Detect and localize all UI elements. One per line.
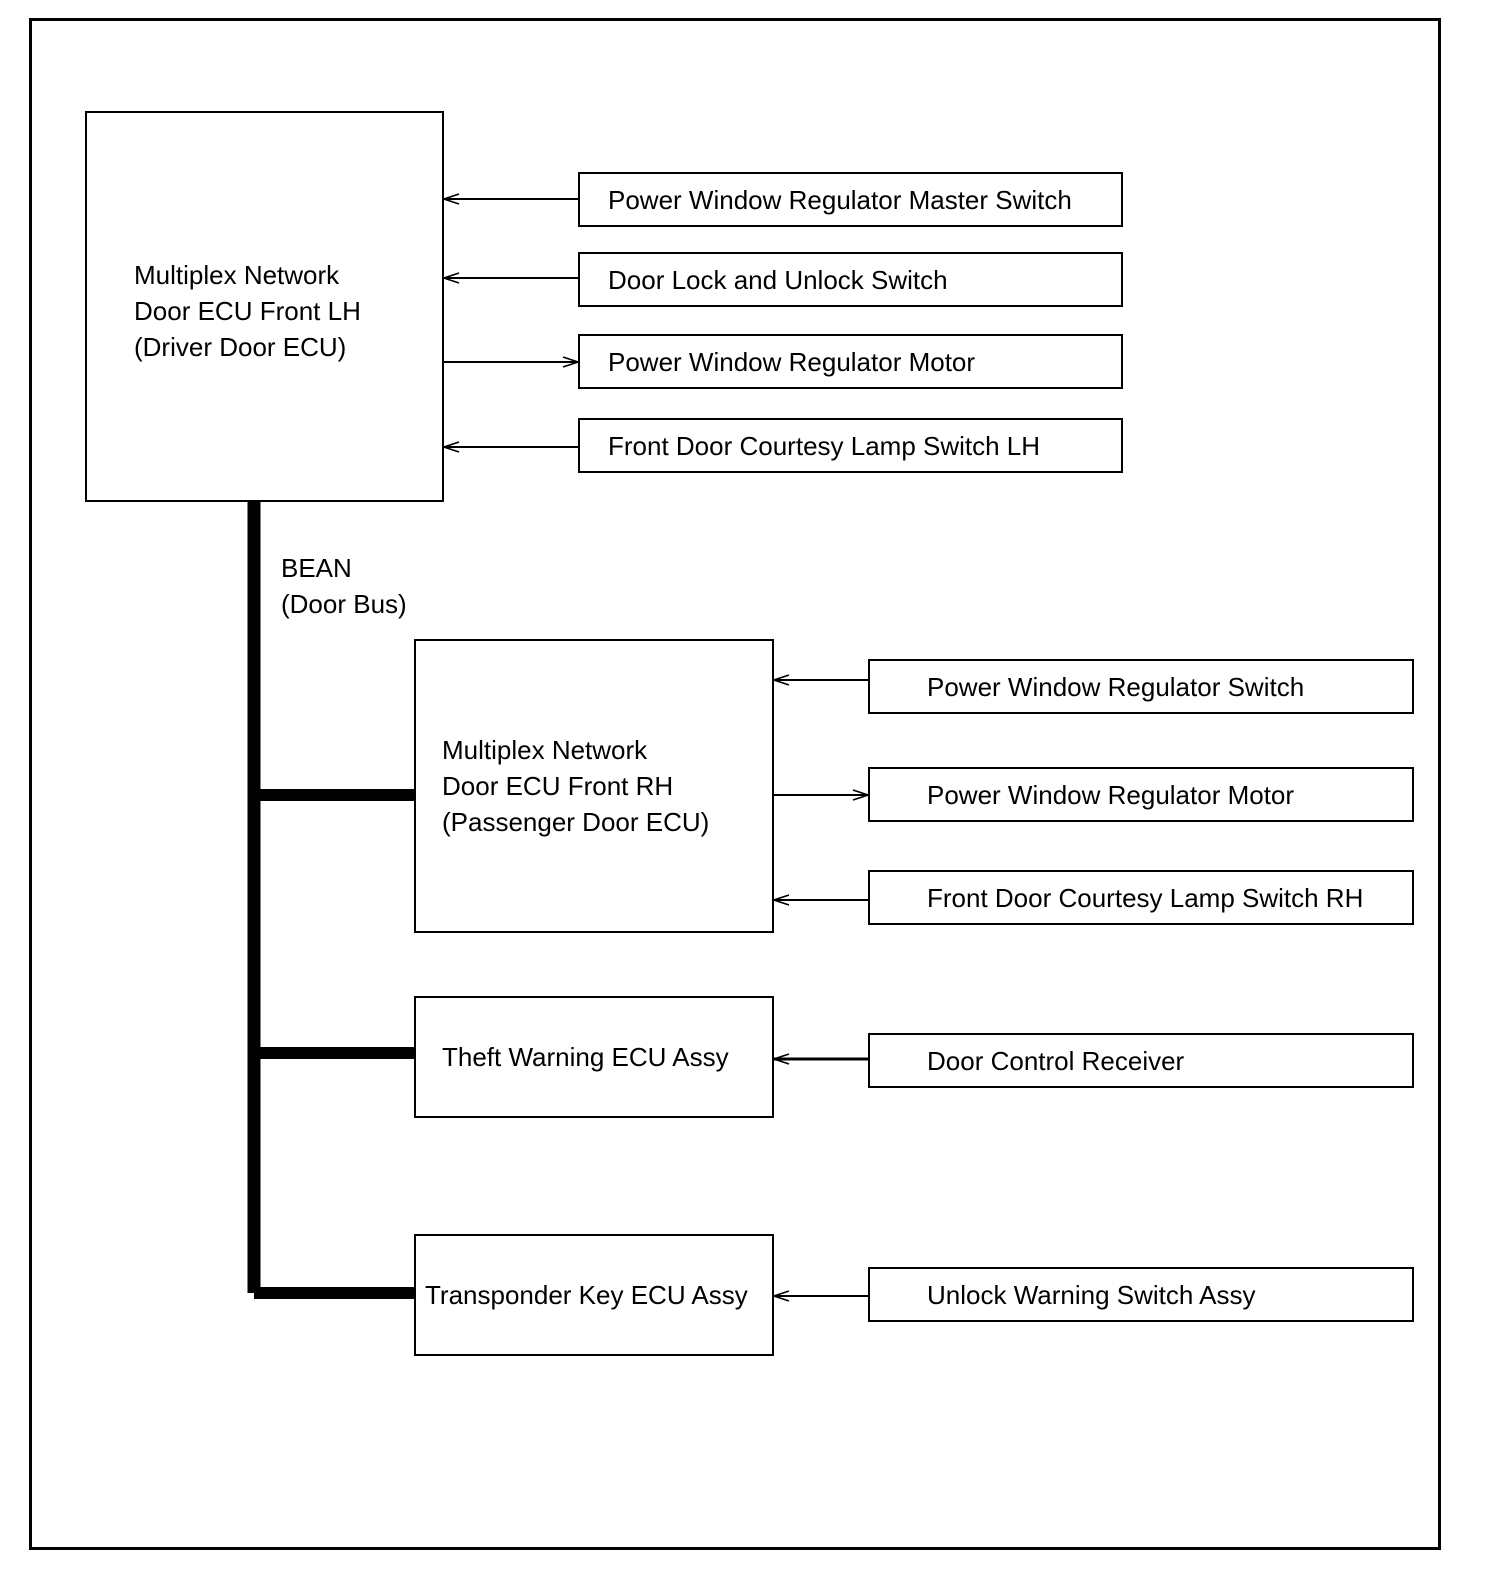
device-label: Front Door Courtesy Lamp Switch LH	[608, 430, 1041, 461]
device-door-control-receiver: Door Control Receiver	[868, 1033, 1414, 1088]
device-label: Front Door Courtesy Lamp Switch RH	[927, 882, 1364, 913]
device-courtesy-switch-lh: Front Door Courtesy Lamp Switch LH	[578, 418, 1123, 473]
device-label: Door Lock and Unlock Switch	[608, 264, 948, 295]
transponder-key-ecu-label: Transponder Key ECU Assy	[425, 1280, 748, 1310]
device-label: Power Window Regulator Motor	[608, 346, 976, 377]
device-label: Unlock Warning Switch Assy	[927, 1279, 1256, 1310]
device-window-switch-rh: Power Window Regulator Switch	[868, 659, 1414, 714]
diagram-frame	[29, 18, 1441, 1550]
passenger-door-ecu-label: Multiplex Network Door ECU Front RH (Pas…	[442, 735, 710, 837]
driver-door-ecu: Multiplex Network Door ECU Front LH (Dri…	[85, 111, 444, 502]
transponder-key-ecu: Transponder Key ECU Assy	[414, 1234, 774, 1356]
device-unlock-warning-switch: Unlock Warning Switch Assy	[868, 1267, 1414, 1322]
theft-warning-ecu-label: Theft Warning ECU Assy	[442, 1042, 729, 1072]
device-master-switch: Power Window Regulator Master Switch	[578, 172, 1123, 227]
device-window-motor-rh: Power Window Regulator Motor	[868, 767, 1414, 822]
passenger-door-ecu: Multiplex Network Door ECU Front RH (Pas…	[414, 639, 774, 933]
device-label: Power Window Regulator Motor	[927, 779, 1295, 810]
driver-door-ecu-label: Multiplex Network Door ECU Front LH (Dri…	[134, 260, 361, 362]
device-label: Power Window Regulator Switch	[927, 671, 1305, 702]
theft-warning-ecu: Theft Warning ECU Assy	[414, 996, 774, 1118]
device-label: Door Control Receiver	[927, 1045, 1185, 1076]
device-window-motor-lh: Power Window Regulator Motor	[578, 334, 1123, 389]
device-courtesy-switch-rh: Front Door Courtesy Lamp Switch RH	[868, 870, 1414, 925]
device-label: Power Window Regulator Master Switch	[608, 184, 1072, 215]
device-door-lock-switch: Door Lock and Unlock Switch	[578, 252, 1123, 307]
bean-bus-label: BEAN (Door Bus)	[281, 553, 407, 619]
